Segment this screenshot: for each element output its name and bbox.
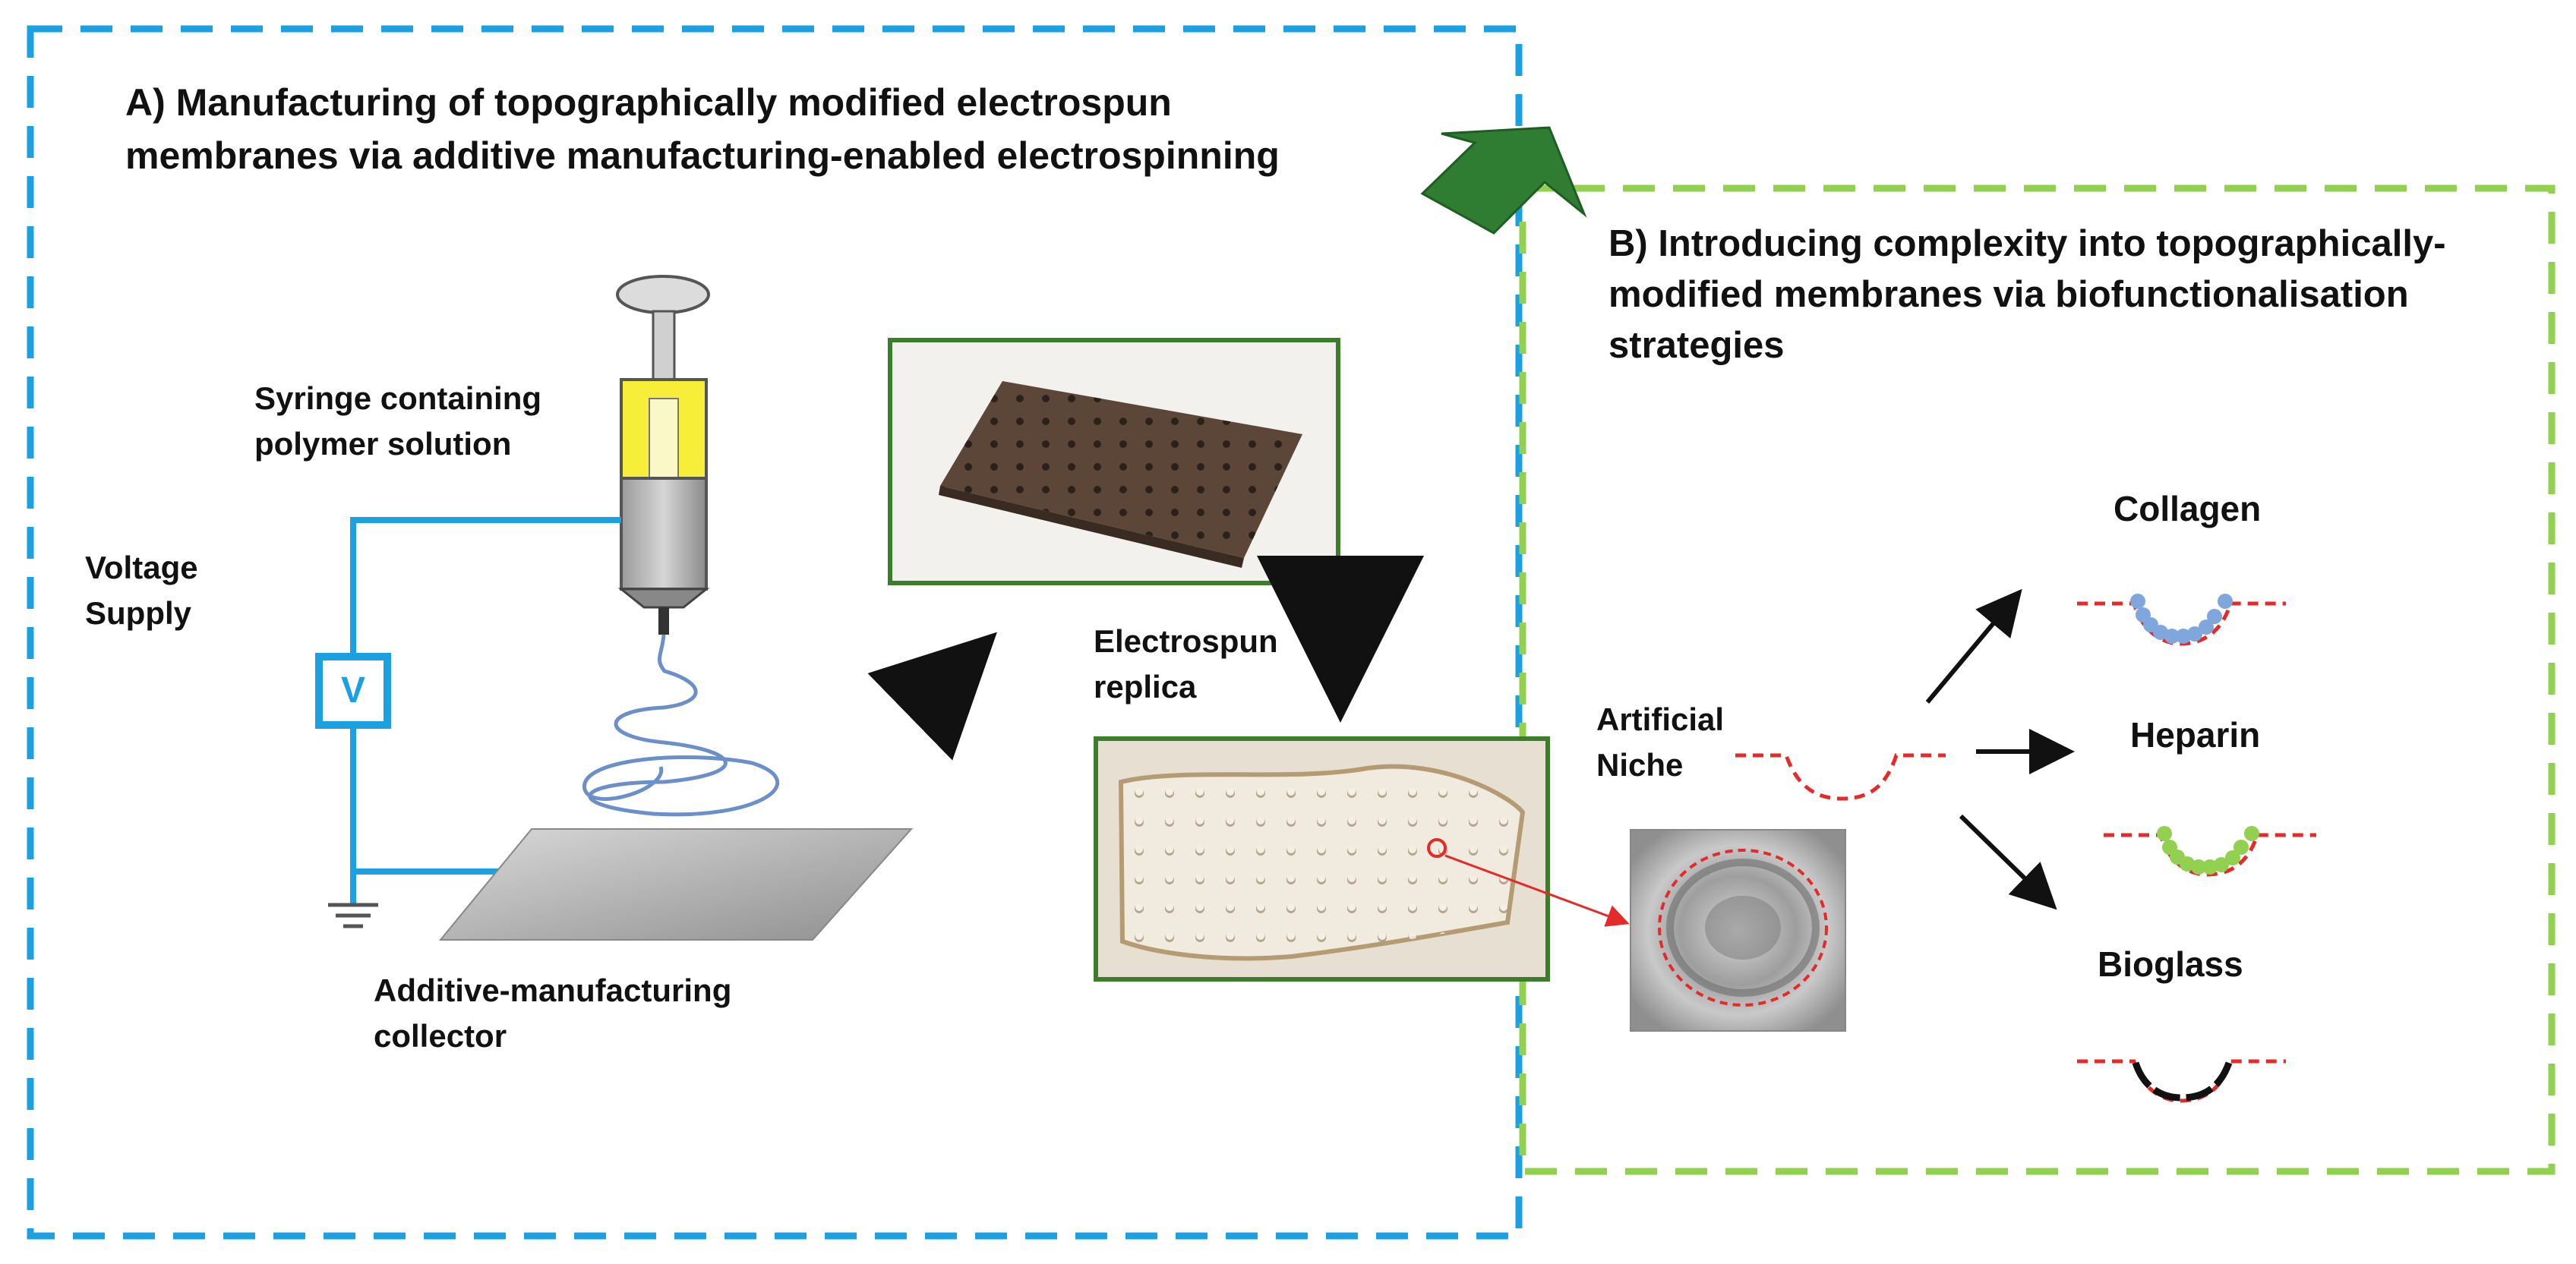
printed-collector-photo <box>888 338 1340 585</box>
panel-b-border <box>1519 184 2555 1175</box>
replica-label-line-1: Electrospun <box>1094 623 1278 659</box>
transition-arrow <box>1420 126 1587 235</box>
niche-label-line-1: Artificial <box>1596 701 1725 737</box>
panel-b-title-line-1: B) Introducing complexity into topograph… <box>1608 223 2446 264</box>
circuit-wire <box>350 517 621 657</box>
arrow-to-bioglass <box>1959 814 2057 910</box>
heparin-label: Heparin <box>2130 715 2261 755</box>
panel-a-title-line-2: membranes via additive manufacturing-ena… <box>125 134 1280 177</box>
voltmeter-icon <box>315 653 391 729</box>
syringe-label-line-1: Syringe containing <box>254 380 542 416</box>
syringe-label-line-2: polymer solution <box>254 426 512 462</box>
panel-b-title-line-3: strategies <box>1608 325 1785 366</box>
voltage-label-line-2: Supply <box>85 595 192 631</box>
panel-a-title: A) Manufacturing of topographically modi… <box>125 76 1280 182</box>
collagen-coated-niche <box>2077 594 2286 646</box>
panel-b-title: B) Introducing complexity into topograph… <box>1608 219 2446 371</box>
syringe-icon <box>616 275 710 635</box>
arrow-to-collagen <box>1925 588 2022 704</box>
collagen-label: Collagen <box>2114 489 2262 528</box>
arrow-to-printed-plate <box>867 632 997 761</box>
heparin-coated-niche <box>2104 826 2316 877</box>
panel-b-title-line-2: modified membranes via biofunctionalisat… <box>1608 274 2409 315</box>
collector-label: Additive-manufacturing collector <box>374 968 731 1059</box>
voltage-supply-label: Voltage Supply <box>85 545 198 636</box>
collector-label-line-1: Additive-manufacturing <box>374 972 732 1008</box>
niche-label-line-2: Niche <box>1596 747 1684 783</box>
niche-profile <box>1735 753 1946 801</box>
collector-label-line-2: collector <box>374 1018 507 1054</box>
zoom-arrow <box>1444 854 1630 927</box>
sem-niche-image <box>1630 829 1846 1032</box>
panel-a-border <box>27 25 1523 1240</box>
voltmeter-symbol: V <box>340 670 365 711</box>
bioglass-coated-niche <box>2077 1059 2286 1103</box>
collector-plate-icon <box>438 828 914 941</box>
panel-a-title-line-1: A) Manufacturing of topographically modi… <box>125 81 1172 124</box>
fiber-coil-icon <box>582 634 780 817</box>
bioglass-label: Bioglass <box>2098 944 2243 984</box>
replica-label: Electrospun replica <box>1094 619 1278 710</box>
artificial-niche-label: Artificial Niche <box>1596 697 1724 788</box>
syringe-label: Syringe containing polymer solution <box>254 376 541 467</box>
electrospun-replica-photo <box>1094 736 1550 982</box>
ground-icon <box>328 903 378 928</box>
voltage-label-line-1: Voltage <box>85 550 198 585</box>
replica-label-line-2: replica <box>1094 669 1197 704</box>
